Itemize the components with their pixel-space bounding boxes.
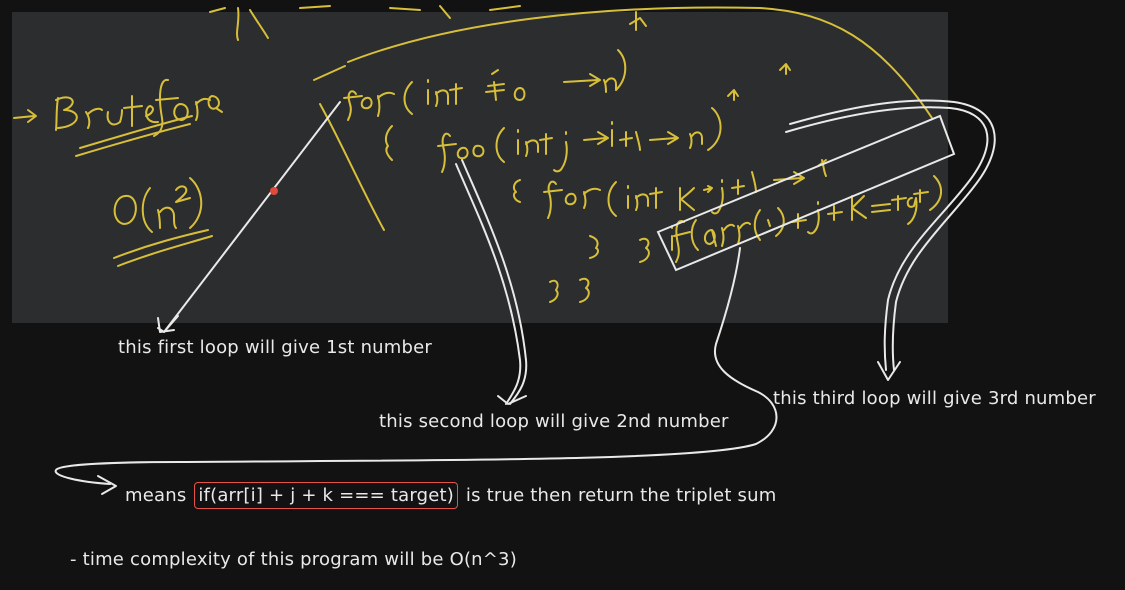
close-brace-2 xyxy=(639,237,650,263)
open-brace-1 xyxy=(384,125,393,161)
annotation-arrows xyxy=(54,99,996,495)
close-brace-1 xyxy=(589,235,599,259)
arrow-to-means-line xyxy=(54,247,778,485)
top-arc xyxy=(347,6,933,119)
top-scribble xyxy=(209,5,521,41)
first-loop-note: this first loop will give 1st number xyxy=(118,337,433,358)
loop-i-handwriting xyxy=(343,49,791,121)
means-prefix: means xyxy=(125,485,187,506)
close-brace-4 xyxy=(579,277,590,303)
means-line: means if(arr[i] + j + k === target) is t… xyxy=(125,482,776,509)
arrow-head-third xyxy=(877,361,901,381)
pointer-dot xyxy=(270,187,278,195)
time-complexity-line: - time complexity of this program will b… xyxy=(70,549,517,570)
third-loop-note: this third loop will give 3rd number xyxy=(773,388,1096,409)
second-loop-note: this second loop will give 2nd number xyxy=(379,411,729,432)
arrow-head-first xyxy=(157,315,179,333)
arrow-to-first-note xyxy=(163,101,341,333)
arrow-head-means xyxy=(97,475,117,495)
if-condition-highlight-box xyxy=(656,114,956,272)
loop-bracket-stroke xyxy=(319,103,385,231)
arrow-to-third-note xyxy=(785,106,989,371)
dark-sketch-panel xyxy=(12,12,948,323)
loop-j-handwriting xyxy=(437,89,739,173)
close-brace-3 xyxy=(549,279,559,303)
arrow-to-third-note-b xyxy=(789,99,996,371)
arrow-stroke xyxy=(313,65,346,81)
yellow-sketch xyxy=(13,5,942,303)
arrow-head-second xyxy=(497,395,527,405)
arrow-to-second-note-b xyxy=(461,159,528,405)
arrow-head-first-b xyxy=(157,317,175,333)
arrow-to-second-note xyxy=(455,163,522,405)
if-condition-code-box: if(arr[i] + j + k === target) xyxy=(194,482,458,509)
o-n-squared-handwriting xyxy=(113,177,213,267)
means-suffix: is true then return the triplet sum xyxy=(465,485,777,506)
brute-force-handwriting xyxy=(13,78,223,157)
top-n-mark xyxy=(629,11,647,31)
